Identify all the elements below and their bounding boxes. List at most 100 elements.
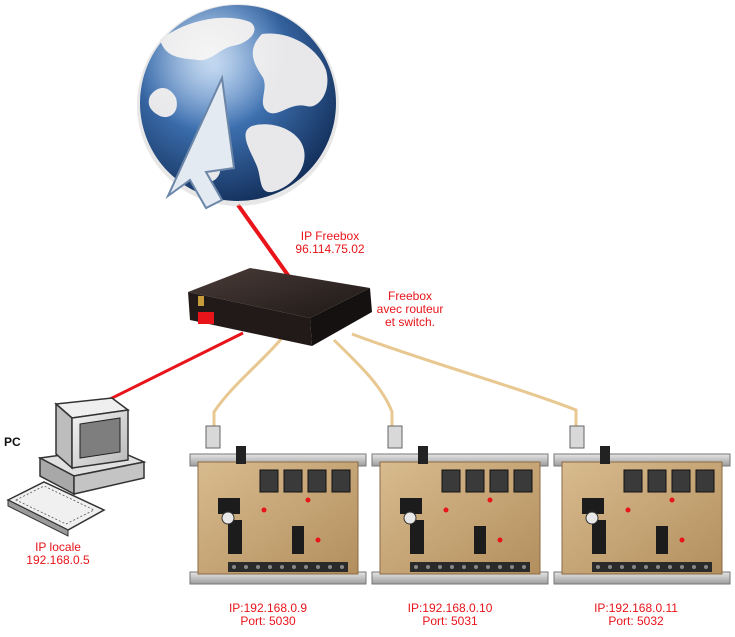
chip [582, 498, 604, 514]
terminal-screw [340, 565, 344, 569]
chip [410, 520, 424, 554]
board-port: Port: 5032 [608, 614, 664, 628]
red-led [305, 497, 311, 503]
freebox-ip-title: IP Freebox [300, 229, 360, 243]
freebox-description: Freebox avec routeur et switch. [368, 290, 452, 329]
terminal-screw [232, 565, 236, 569]
terminal-screw [704, 565, 708, 569]
terminal-block [592, 562, 712, 572]
terminal-screw [486, 565, 490, 569]
terminal-screw [256, 565, 260, 569]
led [403, 511, 417, 525]
chip [218, 498, 240, 514]
rj45-plug [569, 425, 585, 449]
terminal-screw [474, 565, 478, 569]
board-label-3: IP:192.168.0.11 Port: 5032 [584, 602, 688, 628]
red-led [669, 497, 675, 503]
board-ip: IP:192.168.0.11 [594, 601, 678, 615]
terminal-screw [316, 565, 320, 569]
board-cable-3 [351, 332, 578, 432]
red-led [261, 507, 267, 513]
capacitor [236, 446, 246, 464]
terminal-screw [596, 565, 600, 569]
terminal-screw [608, 565, 612, 569]
cables [91, 203, 578, 432]
board-port: Port: 5030 [240, 614, 296, 628]
relay-board [189, 425, 367, 585]
terminal-screw [268, 565, 272, 569]
terminal-screw [498, 565, 502, 569]
board-cable-1 [212, 337, 284, 432]
terminal-screw [656, 565, 660, 569]
relay [307, 469, 327, 493]
led [585, 511, 599, 525]
freebox-desc-line3: et switch. [384, 315, 435, 329]
relay-board [371, 425, 549, 585]
led [221, 511, 235, 525]
board-label-2: IP:192.168.0.10 Port: 5031 [398, 602, 502, 628]
relay [441, 469, 461, 493]
internet-globe [137, 4, 339, 210]
terminal-screw [522, 565, 526, 569]
red-led [679, 537, 685, 543]
terminal-block [410, 562, 530, 572]
terminal-screw [328, 565, 332, 569]
board-ip: IP:192.168.0.10 [407, 601, 493, 615]
relay [671, 469, 691, 493]
capacitor [600, 446, 610, 464]
chip [292, 526, 304, 554]
red-led [315, 537, 321, 543]
terminal-screw [292, 565, 296, 569]
relay [695, 469, 715, 493]
chip [656, 526, 668, 554]
cursor-arrow-icon [165, 74, 236, 210]
terminal-screw [450, 565, 454, 569]
board-ip: IP:192.168.0.9 [228, 601, 308, 615]
terminal-screw [438, 565, 442, 569]
wan-cable [236, 203, 292, 280]
terminal-screw [510, 565, 514, 569]
boards-group [189, 425, 731, 585]
red-led [625, 507, 631, 513]
relay [623, 469, 643, 493]
freebox-ip-value: 96.114.75.02 [295, 242, 365, 256]
red-led [487, 497, 493, 503]
relay-board [553, 425, 731, 585]
relay [331, 469, 351, 493]
pc-label: PC [4, 435, 21, 449]
pc-computer [6, 397, 147, 537]
terminal-screw [244, 565, 248, 569]
pc-ip-title: IP locale [35, 540, 81, 554]
relay [283, 469, 303, 493]
terminal-screw [462, 565, 466, 569]
terminal-block [228, 562, 348, 572]
relay [513, 469, 533, 493]
router-led [198, 312, 214, 324]
terminal-screw [632, 565, 636, 569]
pc-cable [91, 331, 244, 410]
relay [465, 469, 485, 493]
relay [647, 469, 667, 493]
freebox-ip-label: IP Freebox 96.114.75.02 [280, 230, 380, 256]
terminal-screw [668, 565, 672, 569]
rj45-plug [387, 425, 403, 449]
terminal-screw [426, 565, 430, 569]
freebox-desc-line2: avec routeur [376, 302, 444, 316]
freebox-desc-line1: Freebox [387, 289, 433, 303]
terminal-screw [304, 565, 308, 569]
pc-ip-label: IP locale 192.168.0.5 [8, 541, 108, 567]
terminal-screw [680, 565, 684, 569]
pc-ip-value: 192.168.0.5 [26, 553, 90, 567]
monitor-screen [79, 417, 121, 459]
red-led [443, 507, 449, 513]
relay [489, 469, 509, 493]
chip [474, 526, 486, 554]
red-led [497, 537, 503, 543]
terminal-screw [414, 565, 418, 569]
board-label-1: IP:192.168.0.9 Port: 5030 [218, 602, 318, 628]
freebox-router [188, 268, 372, 346]
relay [259, 469, 279, 493]
terminal-screw [692, 565, 696, 569]
board-cable-2 [332, 338, 394, 432]
